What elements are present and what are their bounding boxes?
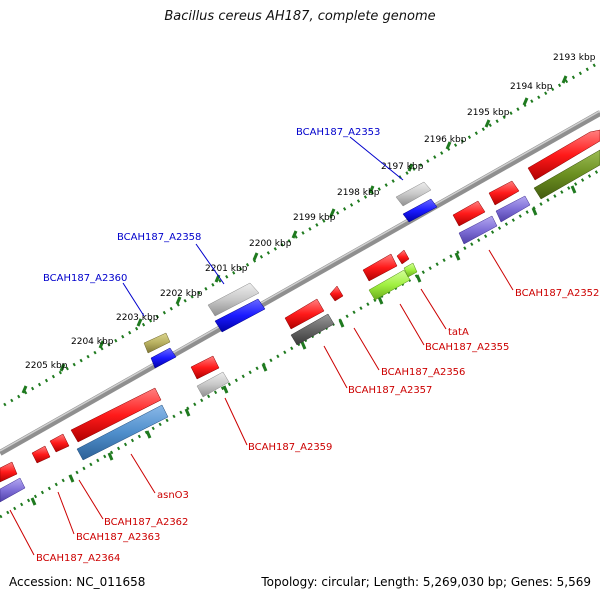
gene-red-a2352b[interactable] [452,200,486,227]
label-a2355[interactable]: BCAH187_A2355 [425,342,509,353]
gene-a2358-blue[interactable] [214,298,266,333]
gene-red-a2355[interactable] [362,253,398,282]
gene-red-small-b[interactable] [329,285,344,302]
label-a2359[interactable]: BCAH187_A2359 [248,442,332,453]
label-a2362[interactable]: BCAH187_A2362 [104,517,188,528]
label-a2364[interactable]: BCAH187_A2364 [36,553,120,564]
gene-a2360-blue[interactable] [150,347,177,369]
ruler-label: 2196 kbp [424,135,467,145]
gene-red-a2357[interactable] [284,298,325,330]
label-a2357[interactable]: BCAH187_A2357 [348,385,432,396]
label-a2352[interactable]: BCAH187_A2352 [515,288,599,299]
gene-purple-a[interactable] [495,195,531,223]
ruler-label: 2195 kbp [467,108,510,118]
genome-backbone [0,110,600,456]
label-a2360[interactable]: BCAH187_A2360 [43,273,127,284]
ruler-label: 2197 kbp [381,162,424,172]
label-tata[interactable]: tatA [448,327,469,338]
ruler-label: 2204 kbp [71,337,114,347]
gene-gray-a2359[interactable] [196,371,230,398]
gene-steel-asno3[interactable] [76,404,169,461]
ruler-labels: 2193 kbp 2194 kbp 2195 kbp 2196 kbp 2197… [25,53,596,371]
ruler-label: 2201 kbp [205,264,248,274]
ruler-label: 2198 kbp [337,188,380,198]
label-asno3[interactable]: asnO3 [157,490,189,501]
genome-backbone-highlight [0,110,600,452]
gene-red-a2352a[interactable] [488,180,520,206]
label-a2356[interactable]: BCAH187_A2356 [381,367,465,378]
gene-lime-small[interactable] [403,262,418,278]
gene-a2353[interactable] [395,181,432,207]
gene-red-a2362[interactable] [49,433,70,453]
genome-summary: Topology: circular; Length: 5,269,030 bp… [261,575,591,589]
ruler-label: 2193 kbp [553,53,596,63]
label-a2363[interactable]: BCAH187_A2363 [76,532,160,543]
ruler-label: 2200 kbp [249,239,292,249]
inner-ruler [0,168,600,519]
gene-red-a2359[interactable] [190,355,220,380]
gene-purple-b[interactable] [458,215,498,245]
gene-a2358[interactable] [207,282,260,317]
gene-a2353-blue[interactable] [402,198,438,223]
genes-outer[interactable] [143,181,438,369]
ruler-label: 2199 kbp [293,213,336,223]
map-title: Bacillus cereus AH187, complete genome [164,9,436,24]
accession-text: Accession: NC_011658 [9,575,146,589]
gene-purple-a2364[interactable] [0,477,26,503]
gene-lime[interactable] [368,269,411,301]
gene-red-top-right[interactable] [527,129,600,181]
ruler-ticks [21,75,577,506]
gene-dark-a2357[interactable] [290,313,335,346]
gene-labels[interactable]: BCAH187_A2353 BCAH187_A2358 BCAH187_A236… [36,127,599,564]
ruler-label: 2205 kbp [25,361,68,371]
gene-a2360[interactable] [143,332,171,354]
label-a2358[interactable]: BCAH187_A2358 [117,232,201,243]
leader-lines [9,136,514,556]
ruler-label: 2203 kbp [116,313,159,323]
gene-red-a2363[interactable] [31,445,51,464]
genes-backbone[interactable] [0,129,600,503]
label-a2353[interactable]: BCAH187_A2353 [296,127,380,138]
ruler-label: 2194 kbp [510,82,553,92]
ruler-label: 2202 kbp [160,289,203,299]
gene-red-asno3[interactable] [70,387,162,443]
gene-red-a2364[interactable] [0,461,18,483]
gene-green[interactable] [533,149,600,200]
outer-ruler [3,60,600,407]
gene-red-small-a[interactable] [396,249,410,265]
